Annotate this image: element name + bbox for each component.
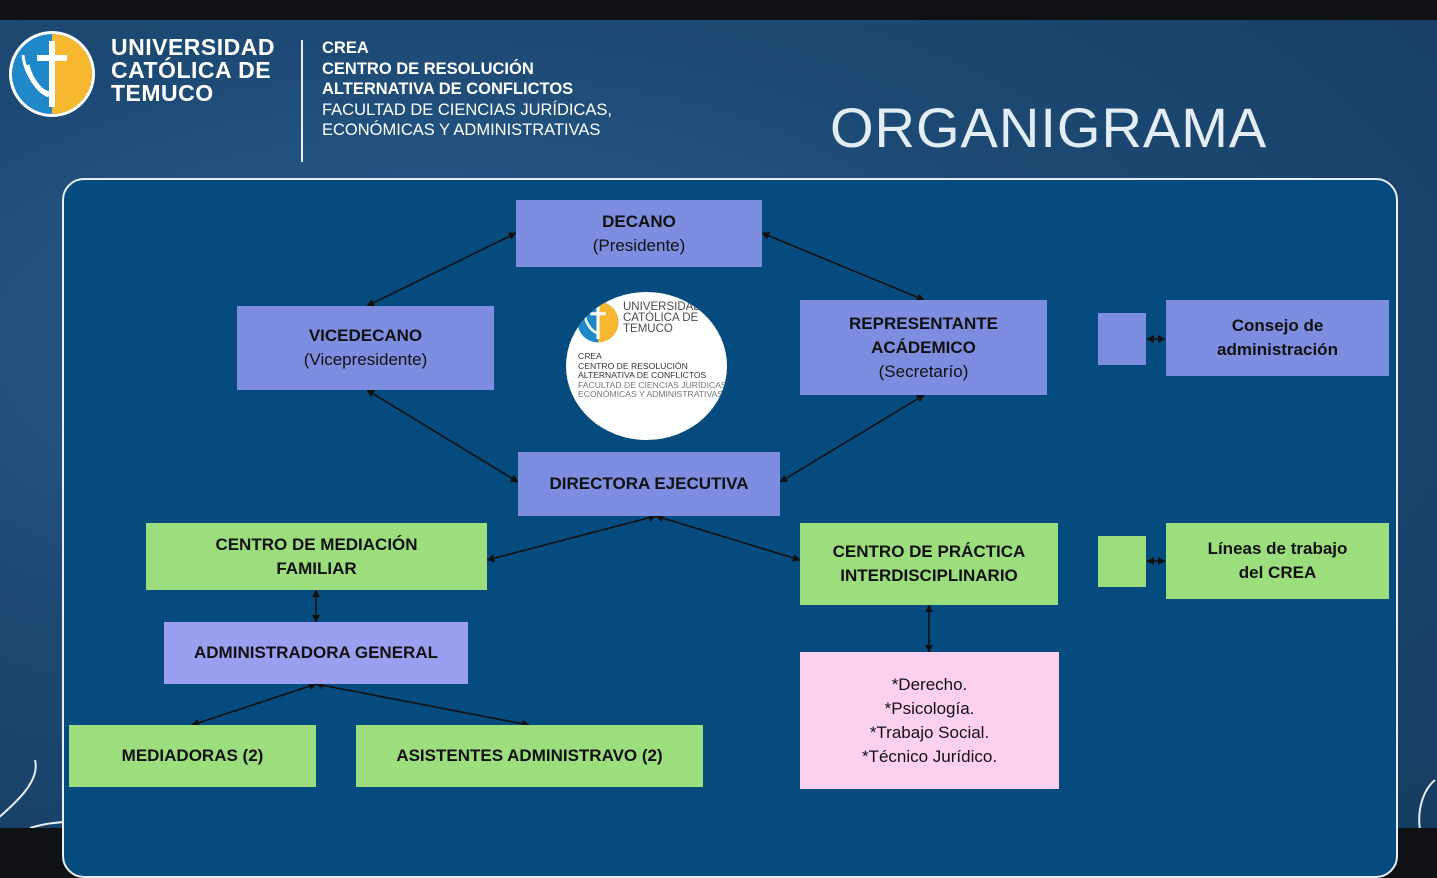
node-subtitle: (Presidente): [592, 235, 686, 255]
legend-swatch-purple: [1098, 313, 1146, 365]
center-logo-line: FACULTAD DE CIENCIAS JURÍDICAS: [578, 379, 727, 390]
legend-label: Líneas de trabajo: [1207, 539, 1348, 558]
node-title: FAMILIAR: [276, 558, 357, 578]
faculty-line: FACULTAD DE CIENCIAS JURÍDICAS,: [322, 100, 613, 119]
legend-consejo-administracion: Consejo de administración: [1166, 300, 1389, 376]
legend-swatch-green: [1098, 536, 1146, 587]
connector-administradora-asistentes: [315, 681, 530, 728]
node-asistentes: ASISTENTES ADMINISTRAVO (2): [356, 725, 703, 787]
node-administradora-general: ADMINISTRADORA GENERAL: [164, 622, 468, 684]
center-logo-university-line: TEMUCO: [623, 323, 673, 335]
node-decano: DECANO (Presidente): [516, 200, 762, 267]
node-title: DECANO: [602, 211, 676, 231]
node-title: INTERDISCIPLINARIO: [840, 566, 1018, 585]
node-subtitle: (Vicepresidente): [303, 350, 428, 369]
center-logo-line: CREA: [578, 351, 602, 361]
node-disciplinas: *Derecho. *Psicología. *Trabajo Social. …: [800, 652, 1059, 789]
connector-directora-practica: [655, 514, 801, 562]
node-subtitle: (Secretarío): [878, 361, 969, 381]
node-title: ACÁDEMICO: [871, 337, 976, 357]
university-logo: [9, 31, 95, 117]
legend-label: Consejo de: [1231, 316, 1324, 335]
university-name-line: UNIVERSIDAD: [111, 34, 275, 60]
legend-label: administración: [1217, 340, 1338, 359]
faculty-line: ECONÓMICAS Y ADMINISTRATIVAS: [322, 121, 601, 139]
legend-label: del CREA: [1238, 563, 1317, 582]
discipline-item: *Derecho.: [891, 674, 968, 694]
discipline-item: *Psicología.: [884, 698, 975, 718]
org-chart-connectors: [191, 232, 1166, 728]
center-logo-line: ALTERNATIVA DE CONFLICTOS: [578, 370, 707, 381]
discipline-item: *Técnico Jurídico.: [861, 746, 998, 766]
connector-representante-directora: [779, 394, 925, 483]
legend-lineas-trabajo: Líneas de trabajo del CREA: [1166, 523, 1389, 599]
center-logo-university-line: CATÓLICA DE: [623, 312, 699, 324]
header-divider: [301, 40, 303, 162]
connector-decano-representante: [761, 232, 925, 301]
node-title: VICEDECANO: [308, 326, 423, 345]
university-name-line: TEMUCO: [111, 80, 214, 106]
cross-emblem-icon: [12, 34, 92, 114]
university-name: UNIVERSIDAD CATÓLICA DE TEMUCO: [111, 36, 275, 105]
center-logo-university: UNIVERSIDAD CATÓLICA DE TEMUCO: [623, 301, 702, 335]
connector-vicedecano-directora: [366, 389, 519, 483]
crea-line: ALTERNATIVA DE CONFLICTOS: [322, 80, 574, 98]
node-centro-mediacion: CENTRO DE MEDIACIÓN FAMILIAR: [146, 523, 487, 590]
connector-administradora-mediadoras: [191, 682, 317, 727]
university-name-line: CATÓLICA DE: [111, 57, 272, 83]
crea-line: CENTRO DE RESOLUCIÓN: [322, 59, 534, 78]
node-title: REPRESENTANTE: [849, 313, 998, 333]
node-title: ADMINISTRADORA GENERAL: [194, 643, 438, 662]
node-title: CENTRO DE MEDIACIÓN: [215, 534, 418, 554]
center-logo-university-line: UNIVERSIDAD: [623, 301, 702, 313]
connector-directora-mediacion: [486, 513, 657, 563]
discipline-item: *Trabajo Social.: [869, 722, 990, 742]
center-logo-text: CREA CENTRO DE RESOLUCIÓN ALTERNATIVA DE…: [578, 351, 727, 400]
crea-header: CREA CENTRO DE RESOLUCIÓN ALTERNATIVA DE…: [322, 38, 612, 141]
node-directora-ejecutiva: DIRECTORA EJECUTIVA: [518, 452, 780, 516]
center-logo-line: CENTRO DE RESOLUCIÓN: [578, 360, 688, 371]
node-title: DIRECTORA EJECUTIVA: [549, 474, 749, 493]
node-centro-practica: CENTRO DE PRÁCTICA INTERDISCIPLINARIO: [800, 523, 1058, 605]
node-vicedecano: VICEDECANO (Vicepresidente): [237, 306, 494, 390]
node-representante-academico: REPRESENTANTE ACÁDEMICO (Secretarío): [800, 300, 1047, 395]
node-title: ASISTENTES ADMINISTRAVO (2): [396, 746, 663, 765]
cross-emblem-icon: [577, 301, 619, 343]
crea-title: CREA: [322, 39, 369, 57]
node-title: MEDIADORAS (2): [121, 746, 264, 765]
crea-center-logo: UNIVERSIDAD CATÓLICA DE TEMUCO CREA CENT…: [566, 292, 727, 440]
node-mediadoras: MEDIADORAS (2): [69, 725, 316, 787]
node-title: CENTRO DE PRÁCTICA: [832, 542, 1026, 561]
center-logo-line: ECONÓMICAS Y ADMINISTRATIVAS: [578, 389, 724, 400]
page-title: ORGANIGRAMA: [830, 96, 1268, 159]
connector-decano-vicedecano: [366, 232, 517, 307]
